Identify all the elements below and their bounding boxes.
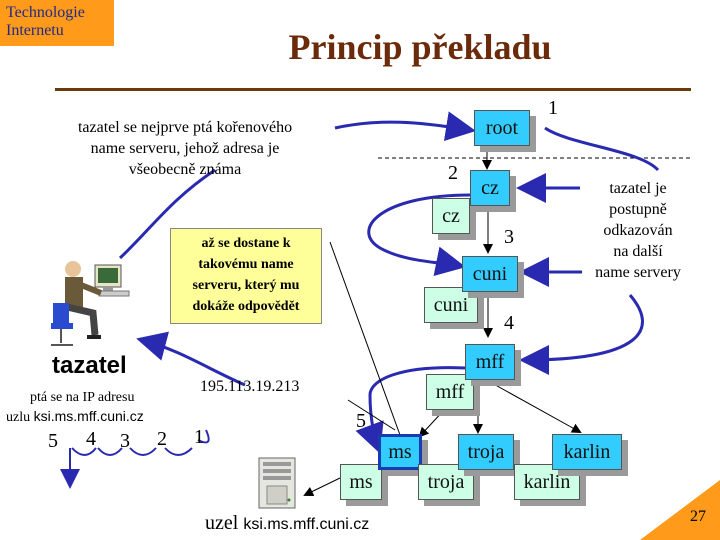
arrow-to-mff <box>519 294 644 375</box>
step-loop-1 <box>71 447 97 456</box>
page-number: 27 <box>690 508 706 525</box>
step-loop-5 <box>197 429 210 444</box>
node-label-host: ksi.ms.mff.cuni.cz <box>243 516 370 533</box>
asker-question-line-2: uzlu ksi.ms.mff.cuni.cz <box>6 408 144 426</box>
asker-question-prefix: uzlu <box>6 410 34 425</box>
seq-digit-3: 3 <box>120 430 130 452</box>
arrow-cz-to-cuni <box>367 193 471 277</box>
referral-note-line-1: tazatel je <box>609 180 667 197</box>
root-note: tazatel se nejprve ptá kořenového name s… <box>40 117 330 180</box>
server-machine-icon <box>258 457 296 509</box>
answer-note-line-2: takovému name <box>198 257 294 272</box>
arrow-mff-to-ms <box>355 366 466 454</box>
seq-digit-4: 4 <box>86 428 96 450</box>
referral-note-line-5: name servery <box>595 264 681 281</box>
asker-question-line-1: ptá se na IP adresu <box>30 390 135 405</box>
badge-line-1: Technologie <box>6 4 85 21</box>
badge-line-2: Internetu <box>6 22 64 39</box>
link-ms-node <box>303 477 341 497</box>
server-ms-back: ms <box>340 464 382 500</box>
referral-note-line-2: postupně <box>609 201 667 218</box>
server-cz-back: cz <box>432 198 470 234</box>
server-karlin: karlin <box>552 434 622 470</box>
ip-address-answer: 195.113.19.213 <box>200 378 300 395</box>
slide-title: Princip překladu <box>288 27 552 67</box>
answer-note-line-3: serveru, který mu <box>192 278 300 293</box>
step-loop-3 <box>129 447 157 456</box>
asker-label: tazatel <box>52 352 127 379</box>
seq-digit-1: 1 <box>194 426 204 448</box>
server-cuni: cuni <box>462 256 518 292</box>
referral-note-line-3: odkazován <box>603 222 673 239</box>
step-loop-2 <box>97 447 123 456</box>
asker-question-host: ksi.ms.mff.cuni.cz <box>33 408 144 424</box>
root-note-line-1: tazatel se nejprve ptá kořenového <box>77 119 293 136</box>
step-3: 3 <box>504 226 514 248</box>
root-note-line-2: name serveru, jehož adresa je <box>90 140 280 157</box>
step-1: 1 <box>548 97 558 119</box>
seq-digit-2: 2 <box>157 428 167 450</box>
server-troja-back: troja <box>418 464 474 500</box>
link-ip-to-ms <box>347 399 396 431</box>
step-4: 4 <box>504 312 514 334</box>
corner-decoration <box>640 480 720 540</box>
referral-note: tazatel je postupně odkazován na další n… <box>578 178 698 283</box>
arrow-reply-to-asker <box>136 331 246 387</box>
step-loop-4 <box>164 447 193 456</box>
server-mff-back: mff <box>426 374 474 410</box>
node-label: uzel ksi.ms.mff.cuni.cz <box>205 512 369 535</box>
title-divider <box>55 88 691 91</box>
link-mff-karlin <box>489 381 582 433</box>
asker-person-icon <box>51 261 130 346</box>
server-troja: troja <box>458 434 514 470</box>
arrow-root-reply <box>544 126 660 172</box>
server-root: root <box>474 110 530 146</box>
server-karlin-back: karlin <box>514 464 580 500</box>
referral-note-line-4: na další <box>613 243 663 260</box>
server-cz: cz <box>470 170 510 206</box>
answer-note: až se dostane k takovému name serveru, k… <box>170 228 322 324</box>
node-label-prefix: uzel <box>205 512 244 534</box>
arrow-to-root <box>334 111 476 142</box>
step-5: 5 <box>356 410 366 432</box>
seq-digit-5: 5 <box>48 430 58 452</box>
step-2: 2 <box>448 162 458 184</box>
server-ms: ms <box>378 434 422 470</box>
answer-note-line-1: až se dostane k <box>201 236 291 251</box>
server-cuni-back: cuni <box>424 287 478 323</box>
course-badge: Technologie Internetu <box>0 0 114 46</box>
answer-note-line-4: dokáže odpovědět <box>192 299 300 314</box>
arrow-asker-up <box>118 168 216 260</box>
server-mff: mff <box>465 344 515 380</box>
root-note-line-3: všeobecně známa <box>128 161 242 178</box>
link-yellow-to-ms <box>329 241 401 436</box>
